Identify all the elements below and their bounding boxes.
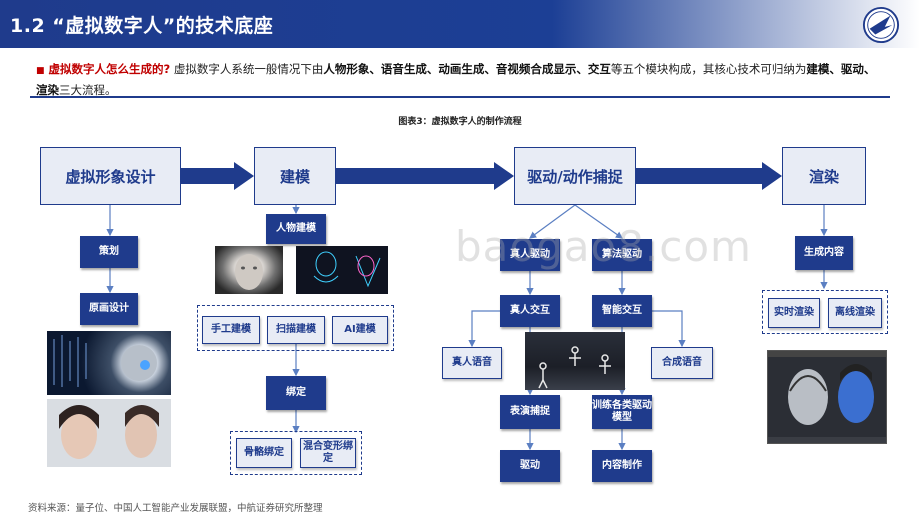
ai-model-box: AI建模 [332,316,388,344]
smart-interact-box: 智能交互 [592,295,652,327]
real-interact-box: 真人交互 [500,295,560,327]
draft-box: 原画设计 [80,293,138,325]
motion-capture-image [525,332,625,390]
watermark: baogao8.com [455,222,752,271]
robot-head-icon [53,335,157,387]
real-drive-box: 真人驱动 [500,239,560,271]
manual-model-box: 手工建模 [202,316,260,344]
scan-face-image [215,246,283,294]
stage-rendering: 渲染 [782,147,866,205]
girl-portrait-icon [59,405,159,459]
motion-capture-figures-icon [538,346,611,389]
wireframe-model-image [296,246,388,294]
intro-text-3: 三大流程。 [59,83,117,97]
bone-binding-box: 骨骼绑定 [236,438,292,468]
realtime-render-box: 实时渲染 [768,298,820,328]
synth-voice-box: 合成语音 [651,347,713,379]
intro-core: 建模、驱动、 [806,62,876,76]
bullet-icon: ■ [36,66,45,76]
offline-render-box: 离线渲染 [828,298,882,328]
figure-title: 图表3：虚拟数字人的制作流程 [398,117,522,127]
title-bar: 1.2 “虚拟数字人”的技术底座 [0,0,920,48]
render-software-image [767,350,887,444]
intro-text-2: 等五个模块构成，其核心技术可归纳为 [610,62,807,76]
drive-box: 驱动 [500,450,560,482]
intro-question: 虚拟数字人怎么生成的? [48,62,171,76]
scan-model-box: 扫描建模 [267,316,325,344]
face-scan-icon [235,254,263,290]
intro-text-1: 虚拟数字人系统一般情况下由 [173,62,324,76]
stage-modeling: 建模 [254,147,336,205]
robot-face-image [47,331,171,395]
modeling-methods-group [197,305,394,351]
source-note: 资料来源：量子位、中国人工智能产业发展联盟，中航证券研究所整理 [28,503,323,514]
wireframe-body-icon [313,251,381,288]
blend-binding-box: 混合变形绑定 [300,438,356,468]
virtual-girl-image [47,399,171,467]
company-logo-icon [862,6,900,44]
binding-box: 绑定 [266,376,326,410]
real-voice-box: 真人语音 [442,347,502,379]
algo-drive-box: 算法驱动 [592,239,652,271]
render-methods-group [762,290,888,334]
stage-design: 虚拟形象设计 [40,147,181,205]
binding-methods-group [230,431,362,475]
intro-modules: 人物形象、语音生成、动画生成、音视频合成显示、交互 [323,62,611,76]
plan-box: 策划 [80,236,138,268]
stage-arrow [181,162,782,190]
intro-paragraph: ■虚拟数字人怎么生成的? 虚拟数字人系统一般情况下由人物形象、语音生成、动画生成… [30,54,890,98]
intro-core-2: 渲染 [36,83,59,97]
generate-content-box: 生成内容 [795,236,853,270]
performance-capture-box: 表演捕捉 [500,395,560,429]
stage-driving: 驱动/动作捕捉 [514,147,636,205]
page-title: 1.2 “虚拟数字人”的技术底座 [10,15,274,37]
render-viewport-icon [768,351,886,443]
person-model-box: 人物建模 [266,214,326,244]
content-making-box: 内容制作 [592,450,652,482]
train-model-box: 训练各类驱动模型 [592,395,652,429]
